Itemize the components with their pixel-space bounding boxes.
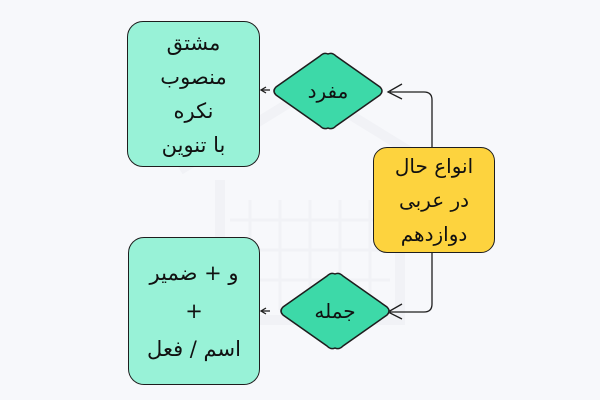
result-line: با تنوین <box>161 133 226 157</box>
decision-diamond-mofrad: مفرد <box>268 51 388 131</box>
result-line: منصوب <box>160 65 227 89</box>
decision-diamond-jomle: جمله <box>275 271 395 351</box>
diamond-shape-icon <box>280 272 390 350</box>
result-line: مشتق <box>166 31 221 55</box>
root-line: دوازدهم <box>400 222 468 246</box>
diamond-label: جمله <box>314 299 356 323</box>
root-box: انواع حال در عربی دوازدهم <box>373 147 495 253</box>
result-box-mofrad: مشتق منصوب نکره با تنوین <box>127 21 260 167</box>
result-line: نکره <box>173 99 214 123</box>
result-line: اسم / فعل <box>147 337 241 361</box>
diamond-label: مفرد <box>307 79 349 103</box>
result-line: و + ضمیر <box>149 261 239 285</box>
root-line: در عربی <box>398 188 470 212</box>
result-box-jomle: و + ضمیر + اسم / فعل <box>128 237 260 385</box>
root-line: انواع حال <box>394 154 474 178</box>
result-line: + <box>185 299 203 323</box>
diamond-shape-icon <box>273 52 383 130</box>
